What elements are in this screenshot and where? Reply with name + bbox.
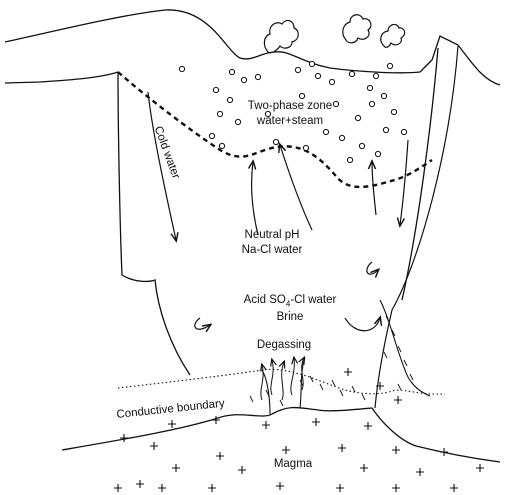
hatch-marks: [250, 316, 413, 406]
degassing-label: Degassing: [257, 340, 311, 352]
two-phase-zone-sublabel: water+steam: [257, 116, 323, 128]
left-slope: [5, 72, 118, 83]
neutral-ph-label: Neutral pH: [245, 230, 300, 242]
degassing-arrows: [261, 358, 304, 400]
reservoir-left-wall: [118, 72, 190, 375]
magma-label: Magma: [274, 459, 312, 471]
two-phase-zone-label: Two-phase zone: [248, 101, 332, 113]
brine-label: Brine: [277, 312, 304, 324]
acid-water-label: Acid SO4-Cl water: [244, 295, 337, 308]
na-cl-water-label: Na-Cl water: [242, 245, 303, 257]
right-cliff: [432, 36, 500, 85]
steam-plume-icon: [264, 15, 404, 53]
